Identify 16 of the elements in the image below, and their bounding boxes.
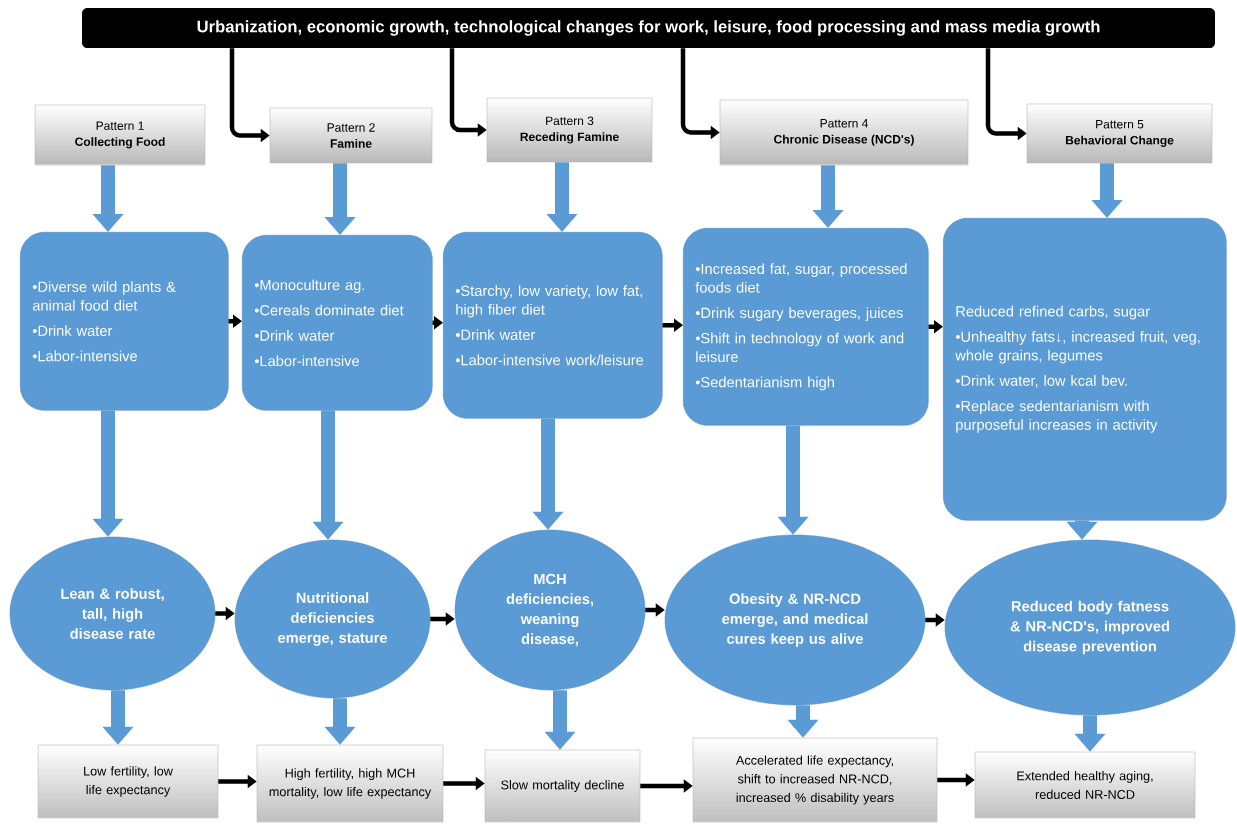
banner-box: Urbanization, economic growth, technological changes for work, leisure, food processing and mass media growth (82, 8, 1215, 48)
outcome-box: High fertility, high MCH mortality, low life expectancy (256, 744, 444, 823)
outcome-box: Extended healthy aging, reduced NR-NCD (974, 751, 1196, 819)
pattern-box: Pattern 2 Famine (269, 107, 433, 164)
diet-box: •Increased fat, sugar, processed foods diet •Drink sugary beverages, juices •Shift in technology of work and leisure •Sedentarianism high (683, 228, 929, 426)
pattern-box: Pattern 3 Receding Famine (486, 97, 653, 163)
diet-box: •Starchy, low variety, low fat, high fiber diet •Drink water •Labor-intensive work/leisure (443, 232, 663, 419)
outcome-box: Accelerated life expectancy, shift to increased NR-NCD, increased % disability years (692, 737, 938, 823)
diet-box: •Monoculture ag. •Cereals dominate diet •Drink water •Labor-intensive (242, 235, 433, 411)
pattern-box: Pattern 4 Chronic Disease (NCD's) (719, 99, 969, 166)
diet-box: Reduced refined carbs, sugar •Unhealthy fats↓, increased fruit, veg, whole grains, legumes •Drink water, low kcal bev. •Replace sedentarianism with purposeful increases in activity (943, 218, 1227, 521)
diet-box: •Diverse wild plants & animal food diet •Drink water •Labor-intensive (20, 232, 229, 411)
outcome-box: Slow mortality decline (484, 749, 641, 823)
pattern-box: Pattern 1 Collecting Food (34, 104, 206, 166)
outcome-box: Low fertility, low life expectancy (37, 744, 219, 819)
pattern-box: Pattern 5 Behavioral Change (1026, 103, 1213, 164)
